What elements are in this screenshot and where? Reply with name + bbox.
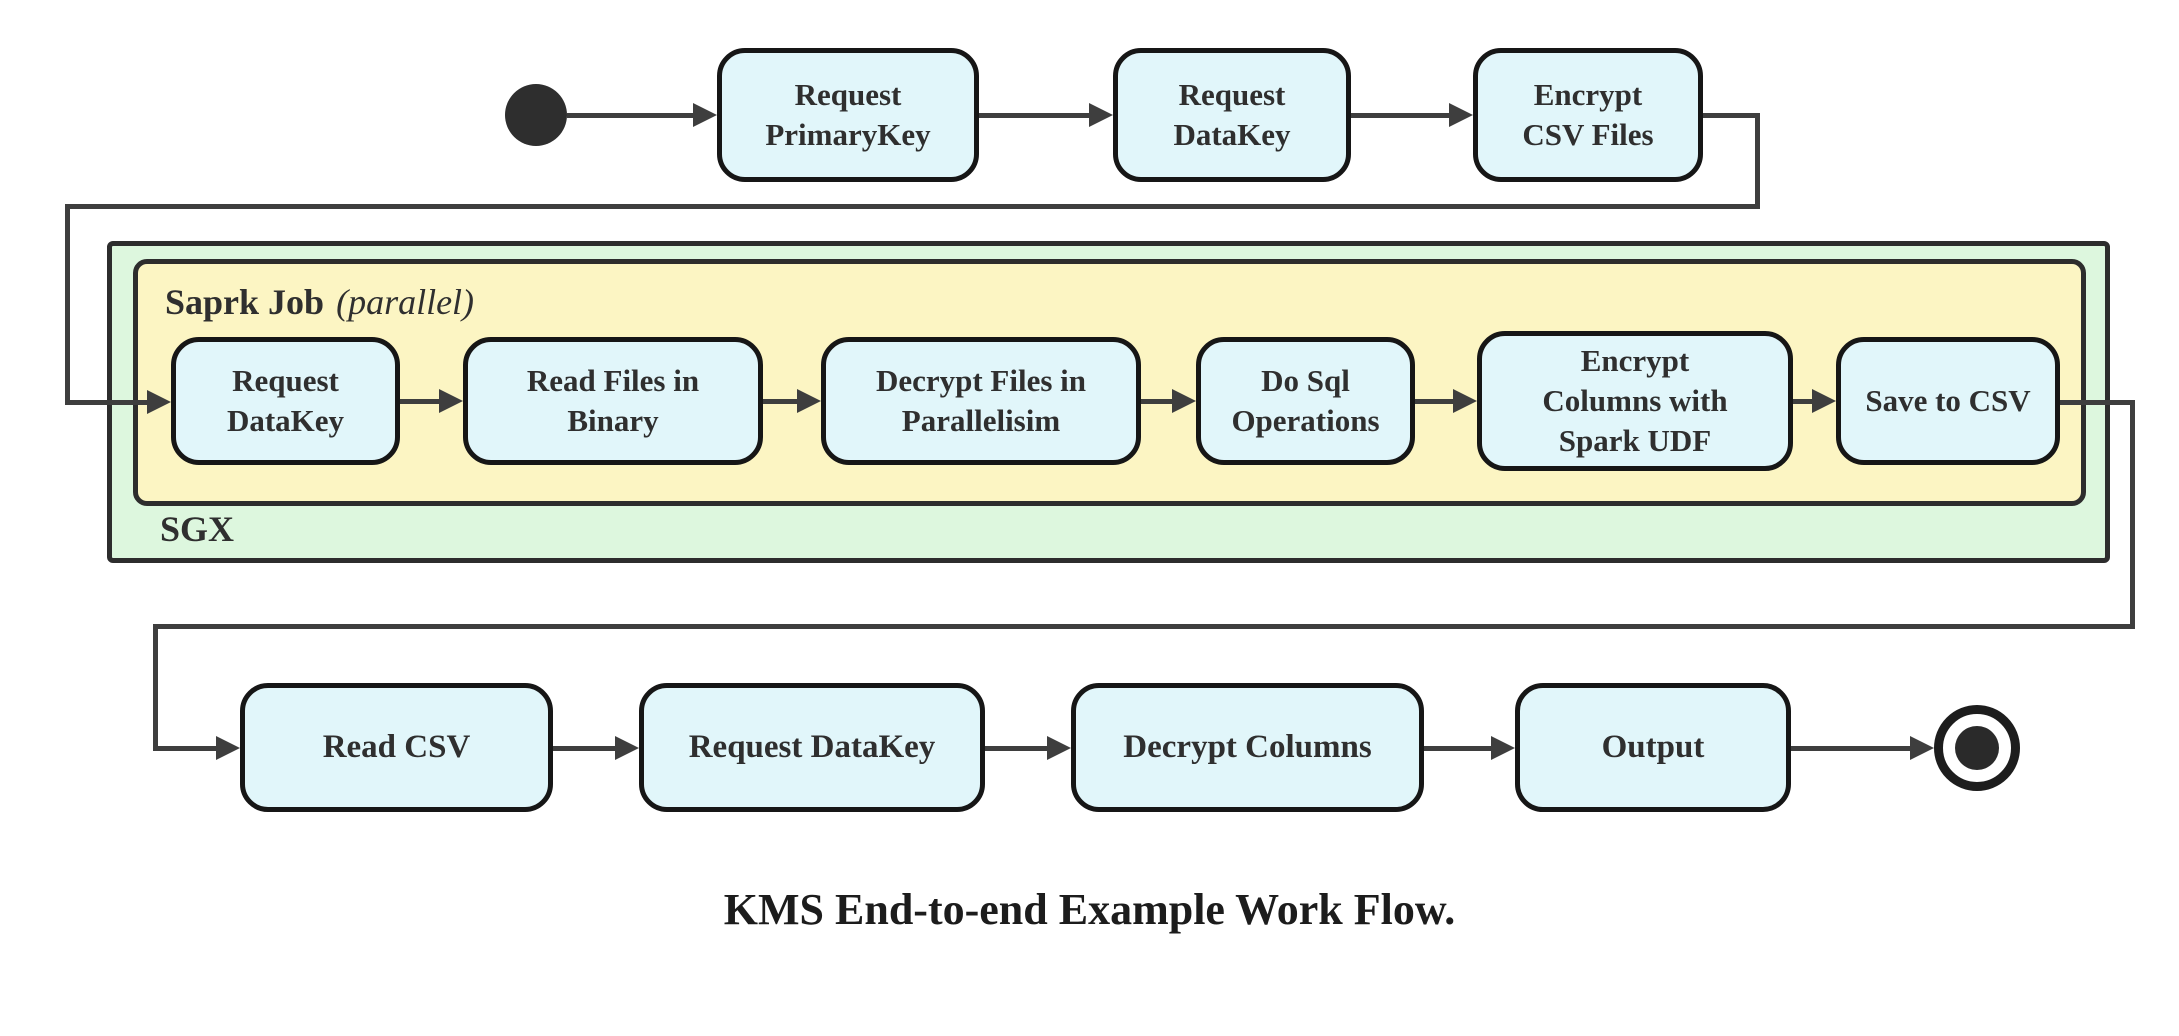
arrowhead-icon xyxy=(1047,736,1071,760)
end-node-inner-dot xyxy=(1955,726,1999,770)
node-output: Output xyxy=(1515,683,1791,812)
arrowhead-icon xyxy=(216,736,240,760)
arrowhead-icon xyxy=(797,389,821,413)
connector-wrap1-seg5 xyxy=(65,400,149,405)
spark-job-label: Saprk Job (parallel) xyxy=(165,281,474,323)
connector-wrap1-seg2 xyxy=(1755,113,1760,209)
node-request-datakey-bottom: Request DataKey xyxy=(639,683,985,812)
arrowhead-icon xyxy=(1453,389,1477,413)
connector-wrap2-seg3 xyxy=(153,624,2135,629)
connector-wrap1-seg3 xyxy=(65,204,1760,209)
node-decrypt-files-in-parallelisim: Decrypt Files in Parallelisim xyxy=(821,337,1141,465)
connector-bottom-1-2 xyxy=(553,746,617,751)
node-save-to-csv: Save to CSV xyxy=(1836,337,2060,465)
node-read-files-in-binary: Read Files in Binary xyxy=(463,337,763,465)
connector-wrap2-seg1 xyxy=(2060,400,2135,405)
arrowhead-icon xyxy=(147,390,171,414)
sgx-label: SGX xyxy=(160,509,235,549)
arrowhead-icon xyxy=(693,103,717,127)
arrowhead-icon xyxy=(439,389,463,413)
arrowhead-icon xyxy=(1491,736,1515,760)
node-request-primarykey: Request PrimaryKey xyxy=(717,48,979,182)
arrowhead-icon xyxy=(615,736,639,760)
node-read-csv: Read CSV xyxy=(240,683,553,812)
node-decrypt-columns: Decrypt Columns xyxy=(1071,683,1424,812)
diagram-caption: KMS End-to-end Example Work Flow. xyxy=(723,885,1456,934)
connector-wrap2-seg2 xyxy=(2130,400,2135,629)
connector-sgx-5-6 xyxy=(1793,399,1814,404)
node-do-sql-operations: Do Sql Operations xyxy=(1196,337,1415,465)
connector-sgx-2-3 xyxy=(763,399,799,404)
connector-sgx-3-4 xyxy=(1141,399,1174,404)
start-node-icon xyxy=(505,84,567,146)
connector-bottom-2-3 xyxy=(985,746,1049,751)
arrowhead-icon xyxy=(1172,389,1196,413)
node-request-datakey-top: Request DataKey xyxy=(1113,48,1351,182)
spark-job-label-text: Saprk Job xyxy=(165,282,325,322)
connector-datakey-to-encrypt-csv xyxy=(1351,113,1451,118)
connector-output-to-end xyxy=(1791,746,1912,751)
connector-primarykey-to-datakey xyxy=(979,113,1091,118)
connector-sgx-1-2 xyxy=(400,399,441,404)
connector-wrap2-seg5 xyxy=(153,746,218,751)
connector-start-to-primarykey xyxy=(567,113,695,118)
connector-wrap1-seg4 xyxy=(65,204,70,405)
arrowhead-icon xyxy=(1812,389,1836,413)
arrowhead-icon xyxy=(1449,103,1473,127)
arrowhead-icon xyxy=(1910,736,1934,760)
node-request-datakey-sgx: Request DataKey xyxy=(171,337,400,465)
arrowhead-icon xyxy=(1089,103,1113,127)
connector-sgx-4-5 xyxy=(1415,399,1455,404)
node-encrypt-csv-files: Encrypt CSV Files xyxy=(1473,48,1703,182)
connector-wrap1-seg1 xyxy=(1703,113,1760,118)
spark-job-qualifier: (parallel) xyxy=(336,282,475,322)
connector-wrap2-seg4 xyxy=(153,624,158,751)
end-node-icon xyxy=(1934,705,2020,791)
connector-bottom-3-4 xyxy=(1424,746,1493,751)
node-encrypt-columns-with-spark-udf: Encrypt Columns with Spark UDF xyxy=(1477,331,1793,471)
